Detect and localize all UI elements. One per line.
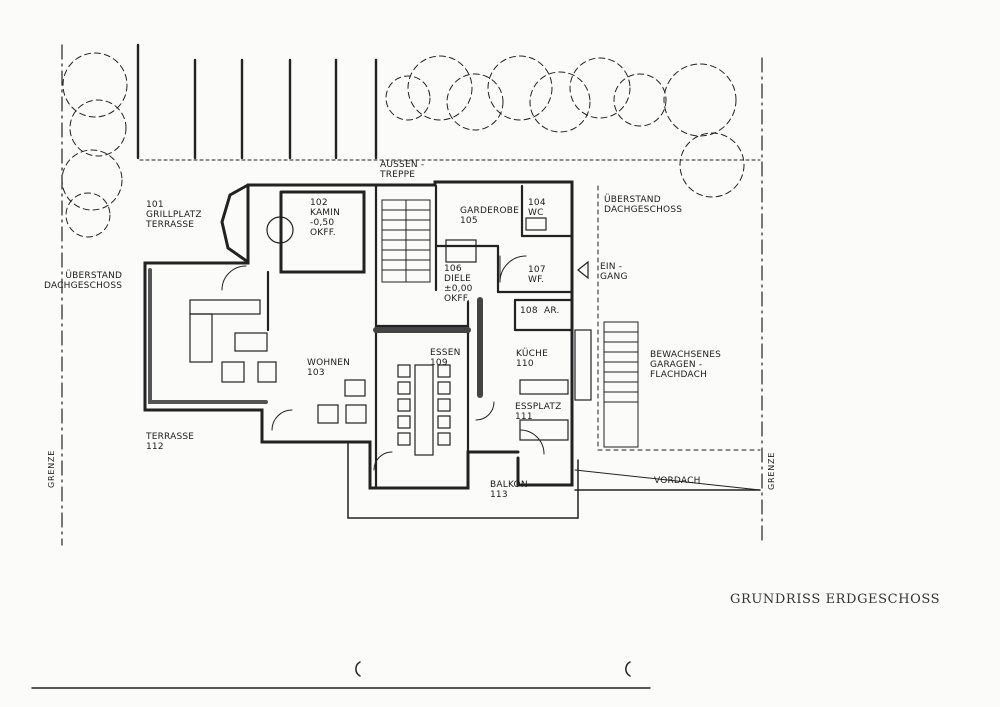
ueberstand-right-label: ÜBERSTAND DACHGESCHOSS — [604, 195, 683, 215]
room-107-label: 107 WF. — [528, 265, 546, 285]
room-109-label: ESSEN 109 — [430, 348, 461, 368]
room-108-ar-label: AR. — [544, 306, 560, 316]
plan-title: GRUNDRISS ERDGESCHOSS — [730, 592, 941, 607]
outer-walls — [143, 180, 574, 490]
boundary-label-right: GRENZE — [767, 451, 776, 490]
door-swings — [221, 255, 545, 471]
stairs — [381, 199, 639, 448]
aussentreppe-label: AUSSEN - TREPPE — [380, 160, 425, 180]
structure-beams — [373, 297, 483, 398]
garage-roof — [597, 185, 761, 451]
room-112-label: TERRASSE 112 — [146, 432, 195, 452]
eingang-label: EIN - GANG — [600, 262, 628, 282]
room-101-label: 101 GRILLPLATZ TERRASSE — [146, 200, 202, 230]
room-102-label: 102 KAMIN -0,50 OKFF. — [310, 198, 341, 238]
ueberstand-left-label: ÜBERSTAND DACHGESCHOSS — [44, 271, 123, 291]
terrace-parapet — [148, 268, 268, 404]
room-103-label: WOHNEN 103 — [307, 358, 351, 378]
vordach-label: VORDACH — [654, 476, 701, 486]
interior-walls — [266, 184, 574, 490]
garagendach-label: BEWACHSENES GARAGEN - FLACHDACH — [650, 350, 722, 380]
furniture — [189, 216, 592, 456]
room-106-label: 106 DIELE ±0,00 OKFF. — [444, 264, 473, 304]
room-108-label: 108 — [520, 306, 538, 316]
garden-strips — [136, 43, 378, 160]
balcony-outline — [347, 441, 579, 519]
tree-canopies — [61, 52, 745, 238]
room-110-label: KÜCHE 110 — [516, 349, 548, 369]
room-104-label: 104 WC — [528, 198, 546, 218]
entrance-arrow — [577, 260, 589, 280]
boundary-lines — [61, 44, 763, 546]
boundary-label-left: GRENZE — [47, 449, 56, 488]
room-111-label: ESSPLATZ 111 — [515, 402, 562, 422]
room-105-label: GARDEROBE 105 — [460, 206, 519, 226]
room-113-label: BALKON 113 — [490, 480, 528, 500]
vordach-outline — [574, 469, 761, 491]
